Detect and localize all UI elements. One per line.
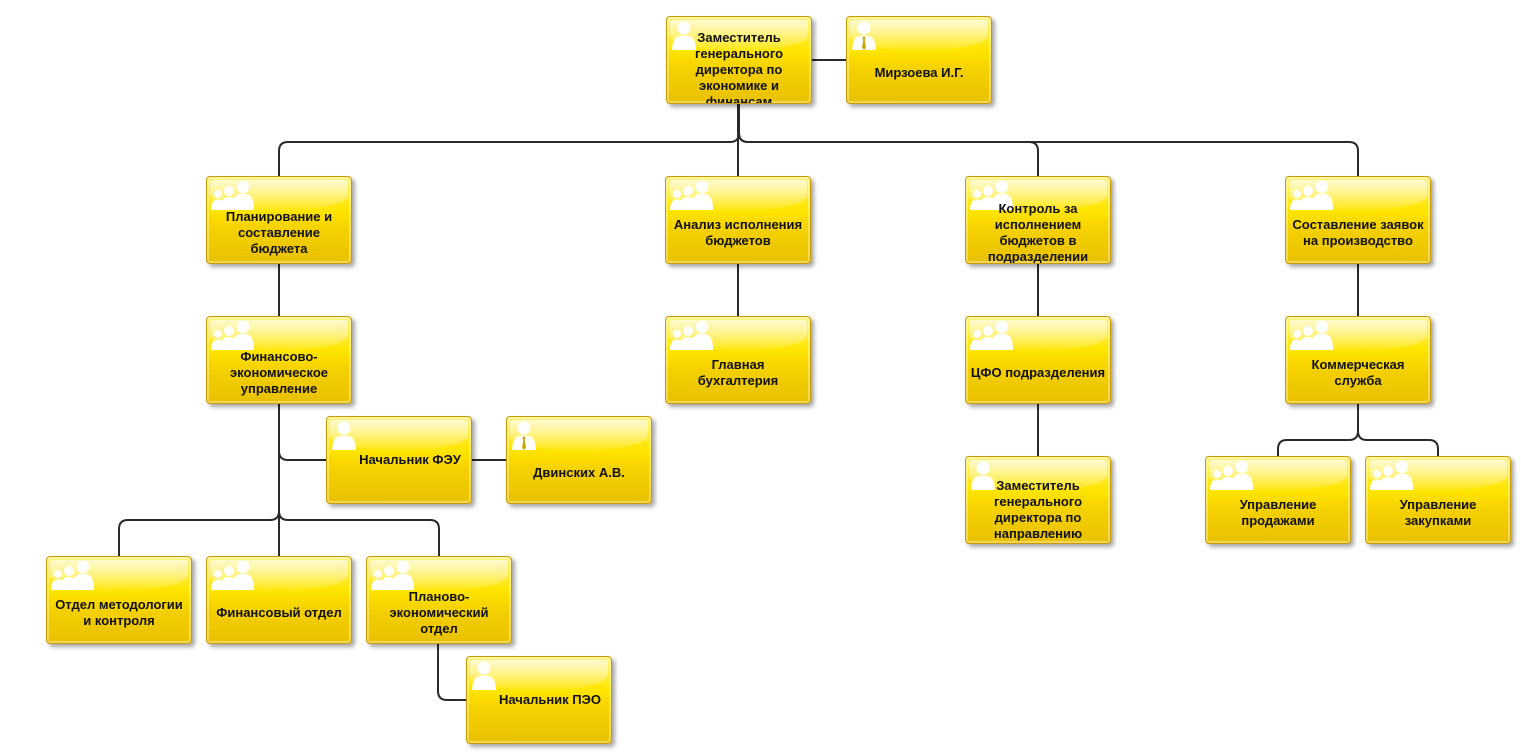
org-node-label: Управление продажами xyxy=(1239,497,1317,528)
connector-feu-head-feu xyxy=(278,404,326,461)
people-group-icon xyxy=(1290,180,1334,215)
org-node-label: ЦФО подразделения xyxy=(970,365,1106,380)
org-node-mirzoeva[interactable]: Мирзоева И.Г. xyxy=(846,16,992,104)
org-node-label: Финансово-экономическое управление xyxy=(229,349,329,396)
org-node-accounting[interactable]: Главная бухгалтерия xyxy=(665,316,811,404)
org-node-peo[interactable]: Планово-экономический отдел xyxy=(366,556,512,644)
org-node-feu[interactable]: Финансово-экономическое управление xyxy=(206,316,352,404)
org-node-control[interactable]: Контроль за исполнением бюджетов в подра… xyxy=(965,176,1111,264)
org-node-label: Начальник ПЭО xyxy=(499,692,601,707)
org-node-label: Коммерческая служба xyxy=(1311,357,1405,388)
org-node-cfo[interactable]: ЦФО подразделения xyxy=(965,316,1111,404)
connector-feu-peo xyxy=(278,404,440,556)
org-node-label: Начальник ФЭУ xyxy=(359,452,461,467)
org-node-label: Отдел методологии и контроля xyxy=(55,597,183,628)
person-icon xyxy=(970,460,996,495)
connector-deputy-econ-requests xyxy=(738,104,1359,176)
org-node-requests[interactable]: Составление заявок на производство xyxy=(1285,176,1431,264)
manager-icon xyxy=(511,420,537,455)
org-node-label: Мирзоева И.Г. xyxy=(874,65,964,80)
org-node-label: Анализ исполнения бюджетов xyxy=(673,217,803,248)
manager-icon xyxy=(851,20,877,55)
org-node-dvinskikh[interactable]: Двинских А.В. xyxy=(506,416,652,504)
org-node-label: Двинских А.В. xyxy=(533,465,625,480)
connector-commercial-purchases xyxy=(1357,404,1439,456)
org-node-finance-dept[interactable]: Финансовый отдел xyxy=(206,556,352,644)
org-node-deputy-econ[interactable]: Заместитель генерального директора по эк… xyxy=(666,16,812,104)
org-node-head-peo[interactable]: Начальник ПЭО xyxy=(466,656,612,744)
person-icon xyxy=(671,20,697,55)
org-node-deputy-dir[interactable]: Заместитель генерального директора по на… xyxy=(965,456,1111,544)
org-node-label: Заместитель генерального директора по эк… xyxy=(694,30,784,104)
people-group-icon xyxy=(211,180,255,215)
org-node-head-feu[interactable]: Начальник ФЭУ xyxy=(326,416,472,504)
people-group-icon xyxy=(211,320,255,355)
org-node-analysis[interactable]: Анализ исполнения бюджетов xyxy=(665,176,811,264)
connector-feu-methodology xyxy=(118,404,280,556)
org-node-methodology[interactable]: Отдел методологии и контроля xyxy=(46,556,192,644)
person-icon xyxy=(471,660,497,695)
org-node-commercial[interactable]: Коммерческая служба xyxy=(1285,316,1431,404)
connector-commercial-sales xyxy=(1277,404,1359,456)
people-group-icon xyxy=(211,560,255,595)
person-icon xyxy=(331,420,357,455)
connector-peo-head-peo xyxy=(437,644,466,701)
people-group-icon xyxy=(970,180,1014,215)
org-node-label: Управление закупками xyxy=(1399,497,1477,528)
people-group-icon xyxy=(1290,320,1334,355)
org-node-sales[interactable]: Управление продажами xyxy=(1205,456,1351,544)
people-group-icon xyxy=(1210,460,1254,495)
org-node-label: Финансовый отдел xyxy=(216,605,342,620)
people-group-icon xyxy=(970,320,1014,355)
connector-deputy-econ-planning xyxy=(278,104,740,176)
org-node-label: Составление заявок на производство xyxy=(1292,217,1424,248)
connector-deputy-econ-control xyxy=(738,104,1039,176)
org-node-label: Главная бухгалтерия xyxy=(697,357,779,388)
org-node-planning[interactable]: Планирование и составление бюджета xyxy=(206,176,352,264)
people-group-icon xyxy=(1370,460,1414,495)
people-group-icon xyxy=(670,180,714,215)
people-group-icon xyxy=(670,320,714,355)
org-node-purchases[interactable]: Управление закупками xyxy=(1365,456,1511,544)
org-node-label: Планово-экономический отдел xyxy=(389,589,489,636)
org-node-label: Контроль за исполнением бюджетов в подра… xyxy=(987,201,1089,264)
org-node-label: Планирование и составление бюджета xyxy=(225,209,333,256)
people-group-icon xyxy=(51,560,95,595)
people-group-icon xyxy=(371,560,415,595)
org-node-label: Заместитель генерального директора по на… xyxy=(993,478,1083,541)
